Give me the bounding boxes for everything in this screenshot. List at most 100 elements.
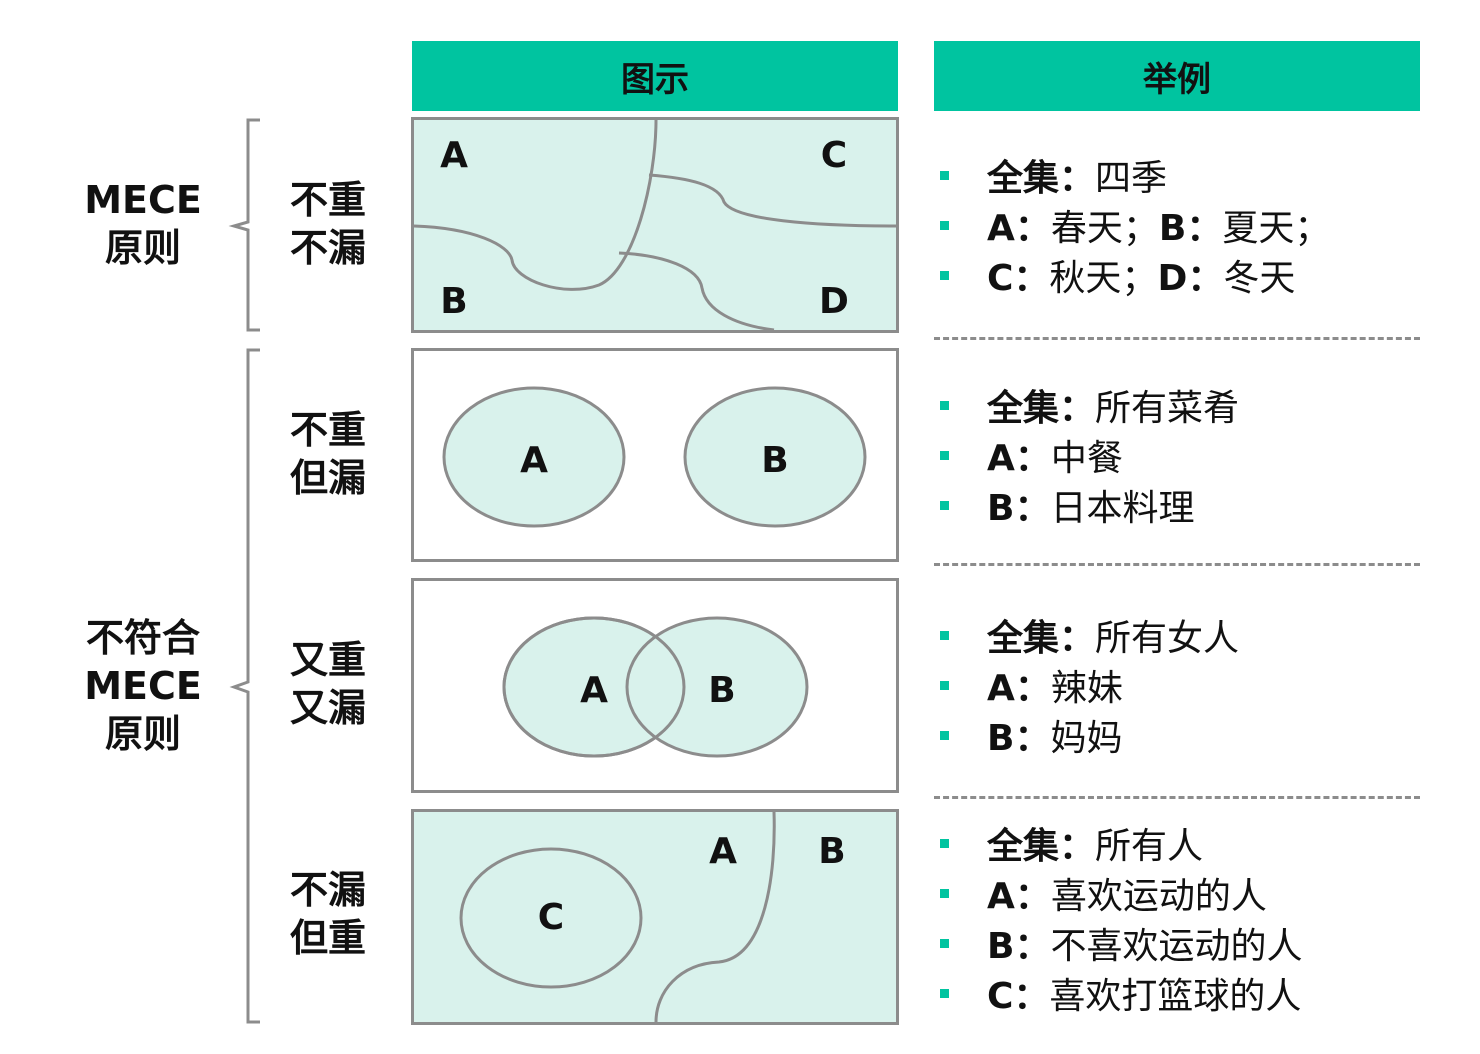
- example-key: 全集：: [987, 618, 1096, 659]
- example-value: 喜欢打篮球的人: [1049, 976, 1302, 1017]
- diagram-header-text: 图示: [621, 59, 689, 100]
- example-key: D：: [1157, 258, 1224, 299]
- bullet-icon: [940, 730, 949, 740]
- ellipse-c: [459, 847, 643, 989]
- ellipses-3: [502, 616, 809, 758]
- example-value: 妈妈: [1050, 718, 1123, 759]
- example-item: A：辣妹: [938, 660, 1239, 710]
- example-key: B：: [987, 488, 1051, 529]
- row-separator-2: [934, 563, 1420, 566]
- bullet-icon: [940, 680, 949, 690]
- example-value: 中餐: [1050, 438, 1123, 479]
- row-separator-3: [934, 796, 1420, 799]
- bullet-icon: [940, 630, 949, 640]
- ellipse-a: [442, 386, 626, 528]
- region-label-a: A: [440, 135, 468, 176]
- region-label-c: C: [820, 135, 848, 176]
- example-value: 日本料理: [1050, 488, 1195, 529]
- example-column-header: 举例: [934, 41, 1420, 111]
- example-item: A：春天；B：夏天；: [938, 200, 1330, 250]
- bullet-icon: [940, 450, 949, 460]
- example-key: B：: [987, 926, 1051, 967]
- row-label-1: 不重不漏: [278, 176, 378, 272]
- label-line: 不重: [289, 408, 366, 452]
- diagram-panel-4: A B C: [411, 809, 899, 1025]
- example-item: A：中餐: [938, 430, 1239, 480]
- label-line: 不符合: [85, 616, 200, 660]
- example-value: 所有女人: [1095, 618, 1240, 659]
- example-header-text: 举例: [1143, 59, 1211, 100]
- region-label-b: B: [708, 670, 736, 711]
- label-line: MECE: [84, 178, 202, 222]
- diagram-panel-3: A B: [411, 578, 899, 793]
- example-item: B：日本料理: [938, 480, 1239, 530]
- region-label-b: B: [818, 831, 846, 872]
- label-line: 又重: [289, 638, 366, 682]
- label-line: 不重: [289, 178, 366, 222]
- example-key: A：: [987, 668, 1051, 709]
- brace-not-mece: [229, 348, 260, 1024]
- row-separator-1: [934, 337, 1420, 340]
- bullet-icon: [940, 838, 949, 848]
- example-item: 全集：所有人: [938, 818, 1302, 868]
- partition-and-ellipse-4: [459, 812, 776, 1022]
- label-line: MECE: [84, 664, 202, 708]
- example-key: 全集：: [987, 388, 1096, 429]
- region-label-b: B: [440, 281, 468, 322]
- region-label-c: C: [537, 897, 565, 938]
- example-item: A：喜欢运动的人: [938, 868, 1302, 918]
- example-key: A：: [987, 208, 1051, 249]
- example-value: 所有人: [1095, 826, 1204, 867]
- example-value: 四季: [1095, 158, 1168, 199]
- example-key: A：: [987, 438, 1051, 479]
- label-line: 但重: [289, 916, 366, 960]
- example-value: 夏天；: [1222, 208, 1331, 249]
- label-line: 不漏: [289, 868, 366, 912]
- group-braces: [228, 118, 260, 1024]
- bullet-icon: [940, 500, 949, 510]
- example-value: 辣妹: [1050, 668, 1123, 709]
- bullet-icon: [940, 400, 949, 410]
- bullet-icon: [940, 888, 949, 898]
- row-label-2: 不重但漏: [278, 406, 378, 502]
- label-line: 但漏: [289, 456, 366, 500]
- example-item: 全集：四季: [938, 150, 1330, 200]
- example-item: 全集：所有菜肴: [938, 380, 1239, 430]
- example-value: 春天；: [1050, 208, 1159, 249]
- bullet-icon: [940, 170, 949, 180]
- region-label-a: A: [580, 670, 608, 711]
- example-item: C：秋天；D：冬天: [938, 250, 1330, 300]
- ellipse-b: [683, 386, 867, 528]
- example-value: 冬天: [1223, 258, 1296, 299]
- example-key: C：: [987, 976, 1050, 1017]
- example-value: 不喜欢运动的人: [1050, 926, 1303, 967]
- example-key: B：: [1158, 208, 1223, 249]
- label-line: 不漏: [289, 226, 366, 270]
- brace-mece: [228, 118, 260, 332]
- row-label-4: 不漏但重: [278, 866, 378, 962]
- bullet-icon: [940, 938, 949, 948]
- region-label-b: B: [761, 440, 789, 481]
- diagram-panel-1: A C B D: [411, 117, 899, 333]
- example-value: 秋天；: [1049, 258, 1158, 299]
- example-item: 全集：所有女人: [938, 610, 1239, 660]
- example-key: A：: [987, 876, 1051, 917]
- region-label-d: D: [819, 281, 849, 322]
- bullet-icon: [940, 270, 949, 280]
- region-label-a: A: [709, 831, 737, 872]
- partition-line: [654, 812, 776, 1022]
- example-key: B：: [987, 718, 1051, 759]
- diagram-panel-2: A B: [411, 348, 899, 562]
- example-key: C：: [987, 258, 1050, 299]
- label-line: 又漏: [289, 686, 366, 730]
- example-key: 全集：: [987, 158, 1096, 199]
- example-item: B：不喜欢运动的人: [938, 918, 1302, 968]
- bullet-icon: [940, 988, 949, 998]
- example-value: 所有菜肴: [1095, 388, 1240, 429]
- label-line: 原则: [104, 712, 181, 756]
